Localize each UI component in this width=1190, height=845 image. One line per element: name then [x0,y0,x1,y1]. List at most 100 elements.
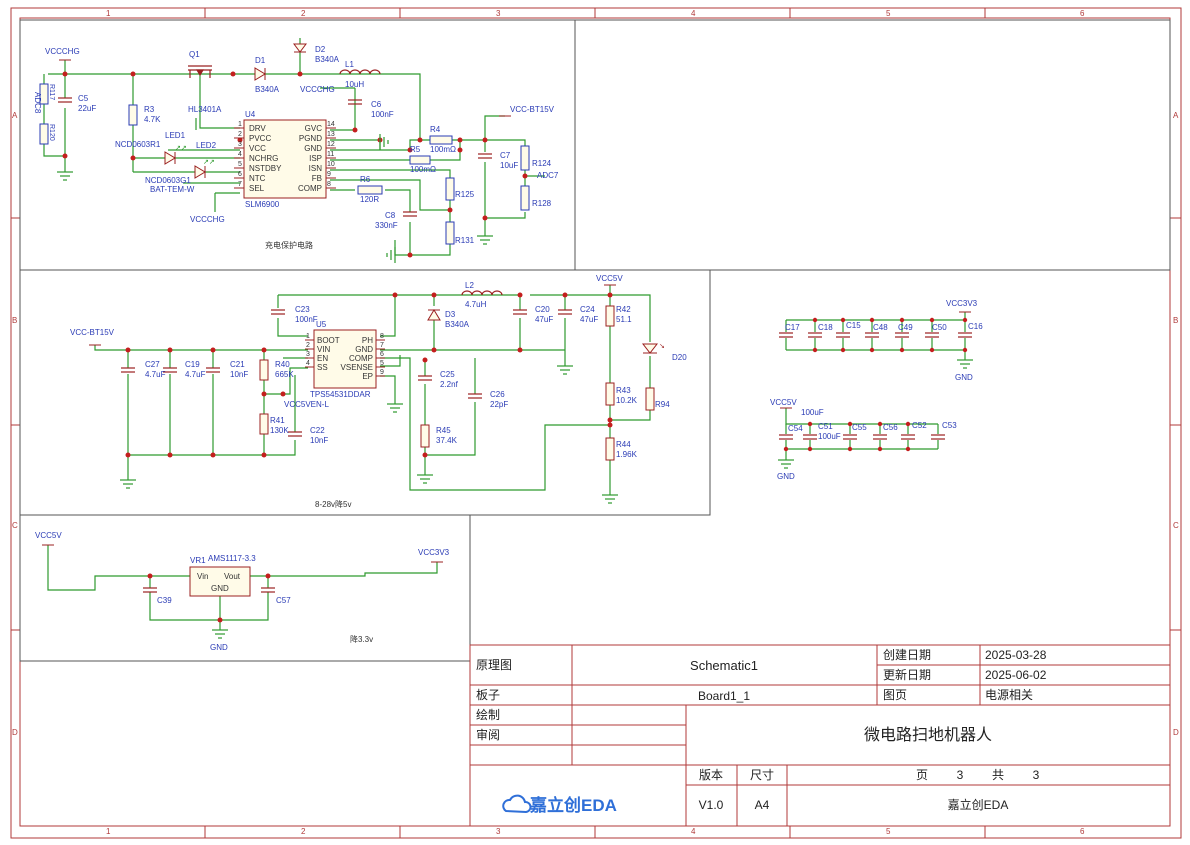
resistor-r4 [429,135,453,145]
pin-name: VIN [317,345,331,354]
pin-number: 1 [306,333,310,340]
decoupling-labels: VCC3V3 GND C17 C18 C15 C48 C49 C50 C16 V… [770,299,983,481]
r5-ref: R5 [410,145,421,154]
decoupling-junctions [783,317,968,452]
col-label: 5 [886,827,891,836]
cap-ref: C49 [898,323,913,332]
row-label: C [1173,521,1179,530]
buck-caps [121,309,572,437]
pin-name: DRV [249,124,266,133]
cap-value: 100uF [801,408,824,417]
inductor-l1 [339,69,381,75]
pin-number: 3 [238,141,242,148]
size-key: 尺寸 [750,768,774,782]
pin-name: EP [362,372,373,381]
pin-number: 13 [327,131,335,138]
resistor-r124 [520,145,530,171]
size-value: A4 [755,798,770,812]
d1-ref: D1 [255,56,266,65]
charger-junctions [62,71,528,258]
schematic-key: 原理图 [476,658,512,672]
pin-name: ISP [309,154,322,163]
company-name: 嘉立创EDA [948,797,1009,812]
pin-number: 11 [327,151,334,158]
update-date: 2025-06-02 [985,668,1047,682]
resistor-r131 [445,221,455,245]
led2-value: NCD0603G1 [145,176,191,185]
pin-name: PGND [299,134,322,143]
vr1-body [189,566,251,597]
r3-value: 4.7K [144,115,161,124]
c23-ref: C23 [295,305,310,314]
net-adc8: ADC8 [33,92,42,114]
charger-caption: 充电保护电路 [265,240,313,250]
cap-ref: C52 [912,421,927,430]
resistor-r45 [420,424,430,448]
u5-ref: U5 [316,320,327,329]
pin-name: COMP [298,184,322,193]
c22-ref: C22 [310,426,325,435]
r44-ref: R44 [616,440,631,449]
c25-ref: C25 [440,370,455,379]
pin-name: GND [304,144,322,153]
net-vcc5ven: VCC5VEN-L [284,400,329,409]
c6-ref: C6 [371,100,382,109]
page-total: 3 [1033,768,1040,782]
q1-value: HL3401A [188,105,222,114]
r128-ref: R128 [532,199,552,208]
resistor-r120 [39,123,49,145]
c39-ref: C39 [157,596,172,605]
r125-ref: R125 [455,190,475,199]
pin-number: 4 [306,360,310,367]
col-label: 3 [496,9,501,18]
r131-ref: R131 [455,236,475,245]
cap-ref: C18 [818,323,833,332]
pin-number: 7 [380,342,384,349]
c26-ref: C26 [490,390,505,399]
net-vcc5v: VCC5V [770,398,797,407]
u5-part: TPS54531DDAR [310,390,371,399]
vr1-ref: VR1 [190,556,206,565]
pin-number: 9 [327,171,331,178]
net-gnd: GND [955,373,973,382]
pin-name: SS [317,363,328,372]
q1-ref: Q1 [189,50,200,59]
net-vccchg: VCCCHG [300,85,335,94]
c6-value: 100nF [371,110,394,119]
pin-number: 8 [380,333,384,340]
pin-name: GND [211,584,229,593]
net-vcc5v: VCC5V [35,531,62,540]
net-gnd: GND [210,643,228,652]
pin-name: COMP [349,354,373,363]
pin-name: Vin [197,572,208,581]
charger-diodes: ↗↗ ↗↗ [164,43,307,179]
pin-name: NTC [249,174,266,183]
c20-value: 47uF [535,315,553,324]
col-label: 6 [1080,827,1085,836]
frame-labels: 1 2 3 4 5 6 1 2 3 4 5 6 A B C D A B C D [12,9,1179,836]
u4-pin-labels: DRV PVCC VCC NCHRG NSTDBY NTC SEL GVC PG… [249,124,322,193]
r5-value: 100mΩ [410,165,436,174]
u4-pin-numbers: 1 2 3 4 5 6 7 14 13 12 11 10 9 8 [238,121,335,188]
led1-value: NCD0603R1 [115,140,161,149]
pin-name: ISN [309,164,323,173]
row-label: A [1173,111,1179,120]
buck-grounds [120,365,618,504]
pin-number: 2 [306,342,310,349]
c20-ref: C20 [535,305,550,314]
pin-name: PH [362,336,373,345]
net-gnd: GND [777,472,795,481]
c21-ref: C21 [230,360,245,369]
decoupling-block: VCC3V3 GND C17 C18 C15 C48 C49 C50 C16 V… [770,299,983,481]
pin-name: Vout [224,572,241,581]
pin-number: 14 [327,121,335,128]
net-adc7: ADC7 [537,171,559,180]
r42-ref: R42 [616,305,631,314]
ldo-ground [212,629,228,639]
buck-resistors [259,305,655,461]
cap-ref: C16 [968,322,983,331]
c21-value: 10nF [230,370,248,379]
pin-number: 3 [306,351,310,358]
u4-pin-stubs [234,127,336,189]
